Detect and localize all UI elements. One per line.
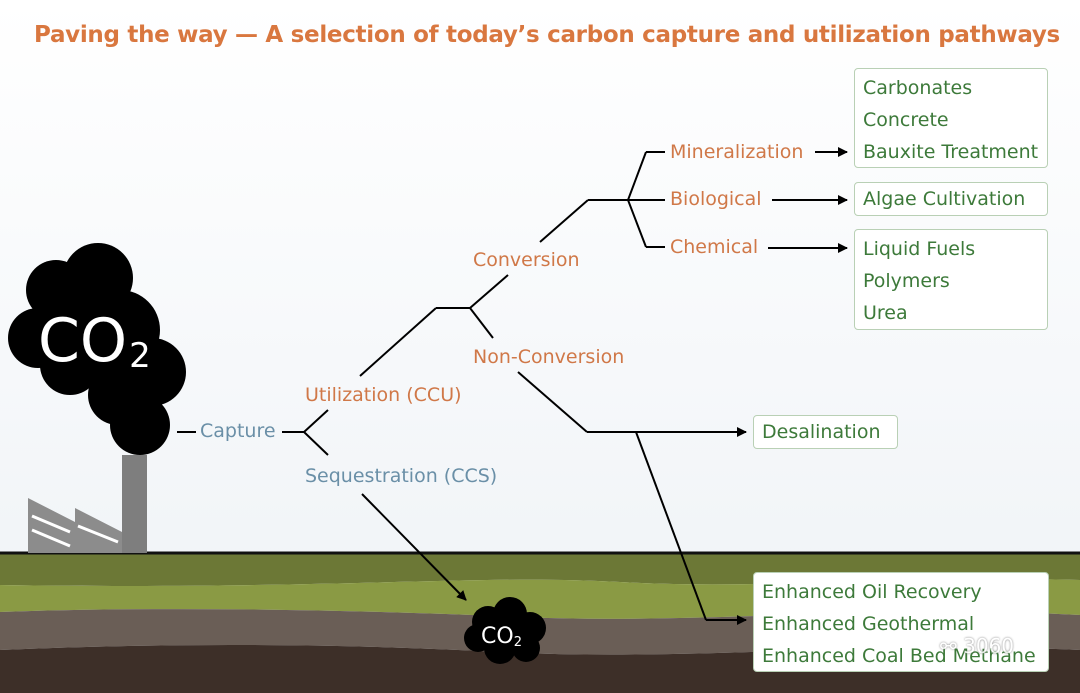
output-item: Desalination (762, 421, 881, 443)
arrows (361, 147, 848, 625)
output-item: Concrete (863, 109, 949, 131)
node-non-conversion: Non-Conversion (473, 346, 625, 368)
output-box-biological: Algae Cultivation (854, 182, 1048, 216)
output-item: Carbonates (863, 77, 973, 99)
output-item: Algae Cultivation (863, 188, 1026, 210)
output-item: Bauxite Treatment (863, 141, 1039, 163)
output-item: Urea (863, 302, 908, 324)
smoke-cloud-icon (8, 243, 186, 455)
output-box-underground: Enhanced Oil Recovery Enhanced Geotherma… (753, 572, 1049, 672)
node-capture: Capture (200, 420, 276, 442)
output-item: Enhanced Geothermal (762, 613, 975, 635)
output-item: Enhanced Coal Bed Methane (762, 645, 1036, 667)
output-box-chemical: Liquid Fuels Polymers Urea (854, 229, 1048, 330)
factory-icon (28, 455, 147, 553)
co2-source-label: CO2 (38, 306, 151, 376)
underground-cloud-icon (464, 597, 546, 664)
node-chemical: Chemical (670, 236, 759, 258)
output-box-desalination: Desalination (753, 415, 898, 449)
output-item: Liquid Fuels (863, 238, 976, 260)
output-box-mineralization: Carbonates Concrete Bauxite Treatment (854, 68, 1048, 168)
page-title: Paving the way — A selection of today’s … (34, 22, 1060, 48)
node-conversion: Conversion (473, 249, 580, 271)
node-mineralization: Mineralization (670, 141, 804, 163)
watermark: ⚯ 3060 (940, 634, 1015, 658)
output-item: Enhanced Oil Recovery (762, 581, 982, 603)
node-biological: Biological (670, 188, 762, 210)
co2-ground-label: CO2 (481, 624, 522, 650)
node-utilization: Utilization (CCU) (305, 384, 462, 406)
node-sequestration: Sequestration (CCS) (305, 465, 498, 487)
output-item: Polymers (863, 270, 950, 292)
connector-lines (177, 151, 707, 621)
